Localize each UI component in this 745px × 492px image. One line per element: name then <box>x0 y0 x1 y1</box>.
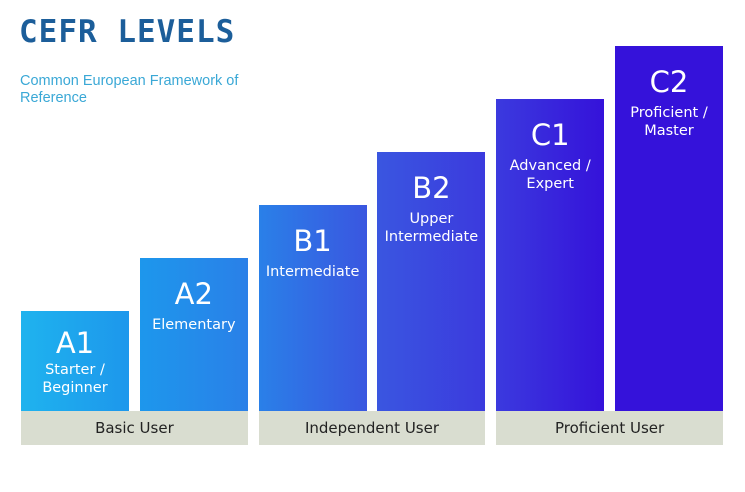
bar-label-b1: B1 <box>293 224 332 258</box>
chart-title: CEFR LEVELS <box>19 14 236 50</box>
bar-description-c1: Advanced /Expert <box>509 158 591 192</box>
bar-label-c1: C1 <box>530 118 570 152</box>
bar-description-a1: Starter /Beginner <box>42 362 108 396</box>
chart-subtitle: Common European Framework of Reference <box>20 73 239 106</box>
bar-description-b1: Intermediate <box>265 264 360 280</box>
group-band-proficient-user: Proficient User <box>496 411 723 445</box>
bar-label-b2: B2 <box>412 171 451 205</box>
bar-description-a2: Elementary <box>152 317 236 333</box>
bar-label-c2: C2 <box>649 65 689 99</box>
bar-label-a1: A1 <box>55 326 95 360</box>
group-band-basic-user: Basic User <box>21 411 248 445</box>
bar-label-a2: A2 <box>174 277 213 311</box>
bar-description-c2: Proficient /Master <box>630 105 708 139</box>
group-band-independent-user: Independent User <box>258 411 486 445</box>
